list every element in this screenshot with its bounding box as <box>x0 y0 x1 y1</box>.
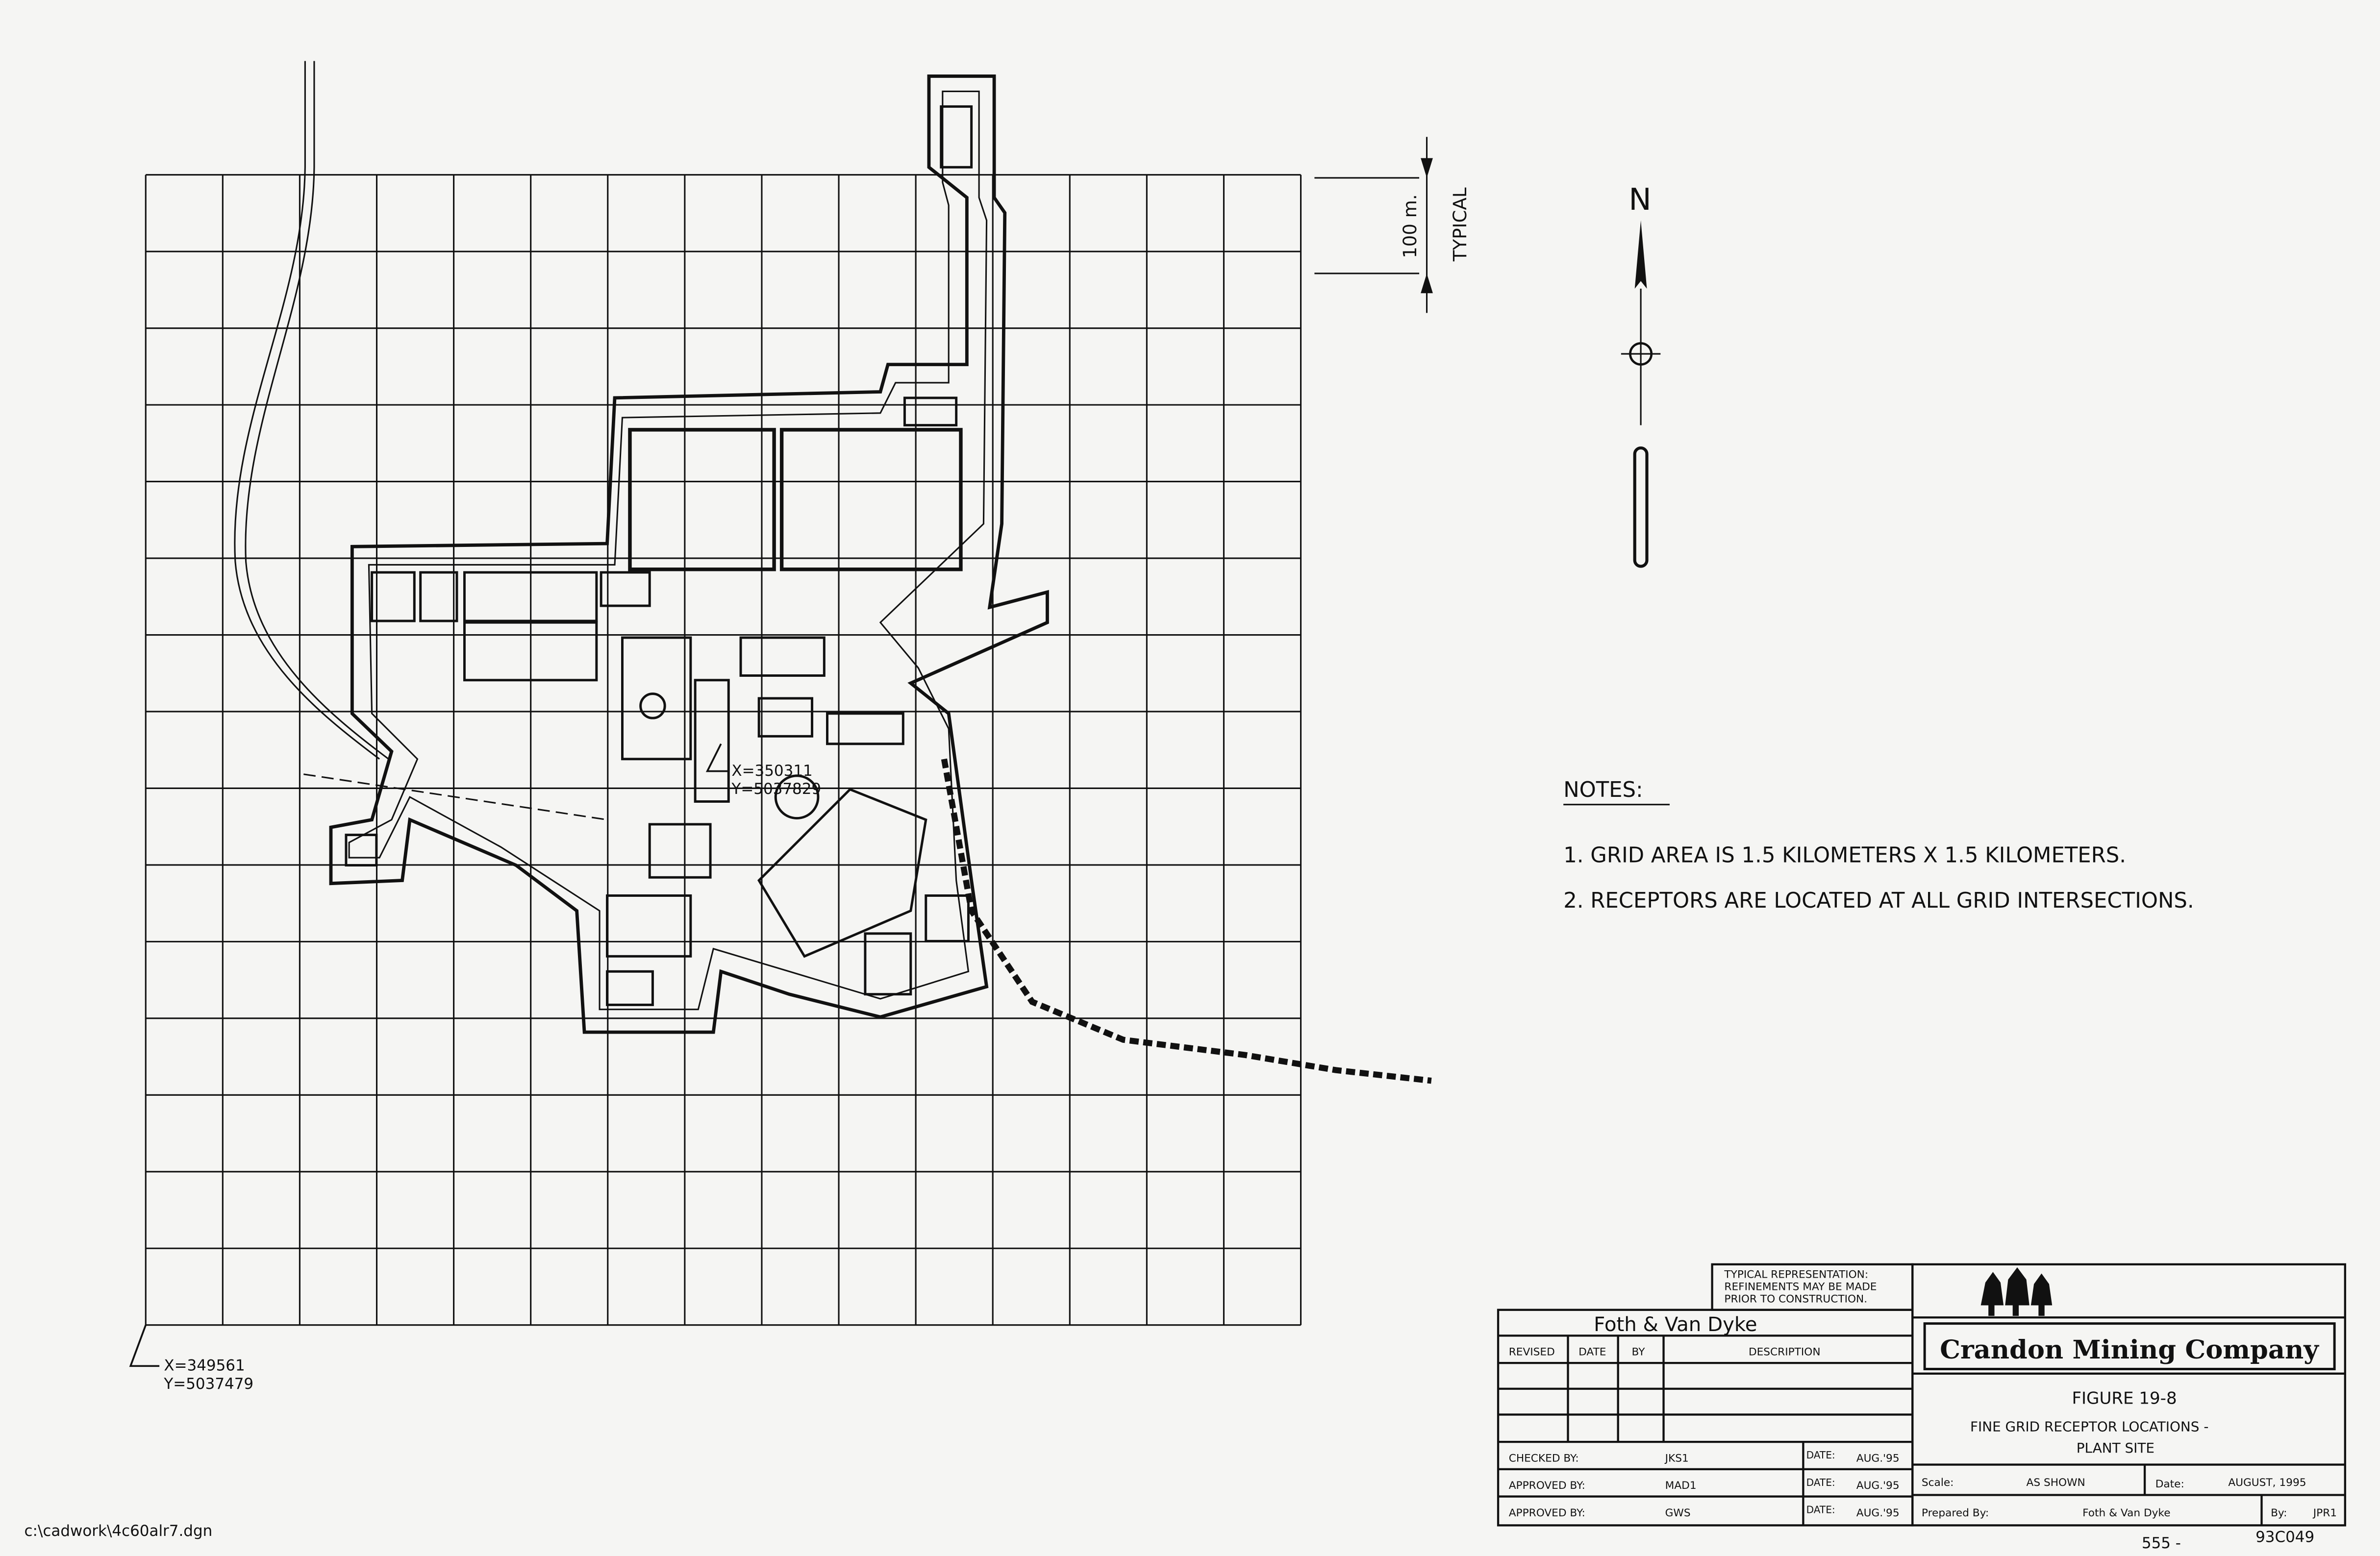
origin-x: X=349561 <box>164 1357 245 1375</box>
north-label: N <box>1628 182 1651 217</box>
prepared-by-value: Foth & Van Dyke <box>2082 1507 2170 1519</box>
dimension-value: 100 m. <box>1400 194 1421 258</box>
disclaimer-line-1: TYPICAL REPRESENTATION: <box>1724 1269 1868 1281</box>
date-value: AUGUST, 1995 <box>2228 1477 2306 1489</box>
header-date: DATE <box>1578 1346 1606 1358</box>
site-boundary <box>329 74 1049 1034</box>
approved-1-date: AUG.'95 <box>1856 1480 1900 1492</box>
note-2: 2. RECEPTORS ARE LOCATED AT ALL GRID INT… <box>1563 889 2194 913</box>
header-by: BY <box>1632 1346 1646 1358</box>
center-x: X=350311 <box>731 762 812 780</box>
approved-by-2-label: APPROVED BY: <box>1509 1507 1585 1519</box>
prepared-by-label: Prepared By: <box>1922 1507 1989 1519</box>
pond-2 <box>779 428 963 571</box>
notes-title: NOTES: <box>1563 778 1643 802</box>
approved-by-2-name: GWS <box>1665 1507 1691 1519</box>
dimension-note: TYPICAL <box>1450 187 1471 262</box>
origin-coordinate: X=349561 Y=5037479 <box>129 1325 253 1393</box>
disclaimer-line-3: PRIOR TO CONSTRUCTION. <box>1724 1293 1867 1305</box>
approved-by-1-label: APPROVED BY: <box>1509 1480 1585 1492</box>
company-name: Crandon Mining Company <box>1940 1335 2319 1365</box>
by-label: By: <box>2271 1507 2287 1519</box>
checked-by-label: CHECKED BY: <box>1509 1452 1579 1464</box>
by-value: JPR1 <box>2312 1507 2337 1519</box>
figure-title: FINE GRID RECEPTOR LOCATIONS - <box>1970 1418 2208 1434</box>
date-label: Date: <box>2155 1478 2184 1490</box>
center-coordinate: X=350311 Y=5037829 <box>705 743 821 798</box>
approved-2-date: AUG.'95 <box>1856 1507 1900 1519</box>
company-logo-trees-icon <box>1980 1267 2053 1316</box>
scale-label: Scale: <box>1922 1477 1954 1489</box>
site-plan <box>234 61 1432 1084</box>
buildings <box>345 105 973 1006</box>
drawing-number-b: 93C049 <box>2255 1528 2314 1546</box>
checked-date-label: DATE: <box>1806 1449 1835 1461</box>
checked-date: AUG.'95 <box>1856 1452 1900 1464</box>
origin-y: Y=5037479 <box>163 1375 253 1393</box>
drawing-number-a: 555 - <box>2142 1534 2181 1552</box>
approved-2-date-label: DATE: <box>1806 1504 1835 1516</box>
receptor-grid <box>145 174 1302 1326</box>
pond-1 <box>628 428 776 571</box>
approved-by-1-name: MAD1 <box>1665 1480 1697 1492</box>
inner-boundary <box>348 90 988 1011</box>
checked-by-name: JKS1 <box>1664 1452 1689 1464</box>
grid-dimension: 100 m. TYPICAL <box>1314 137 1471 313</box>
access-road <box>234 61 389 760</box>
conveyor-rail <box>941 758 1432 1084</box>
title-block: TYPICAL REPRESENTATION: REFINEMENTS MAY … <box>1497 1263 2346 1552</box>
center-y: Y=5037829 <box>731 780 821 798</box>
firm-name: Foth & Van Dyke <box>1594 1313 1757 1336</box>
figure-subtitle: PLANT SITE <box>2077 1440 2155 1456</box>
figure-number: FIGURE 19-8 <box>2072 1389 2177 1408</box>
header-description: DESCRIPTION <box>1749 1346 1821 1358</box>
scale-value: AS SHOWN <box>2027 1477 2085 1489</box>
file-path: c:\cadwork\4c60alr7.dgn <box>25 1522 213 1540</box>
notes: NOTES: 1. GRID AREA IS 1.5 KILOMETERS X … <box>1563 778 2194 913</box>
disclaimer-line-2: REFINEMENTS MAY BE MADE <box>1724 1281 1877 1293</box>
note-1: 1. GRID AREA IS 1.5 KILOMETERS X 1.5 KIL… <box>1563 843 2126 867</box>
header-revised: REVISED <box>1509 1346 1555 1358</box>
approved-1-date-label: DATE: <box>1806 1477 1835 1488</box>
north-arrow: N <box>1621 182 1661 568</box>
